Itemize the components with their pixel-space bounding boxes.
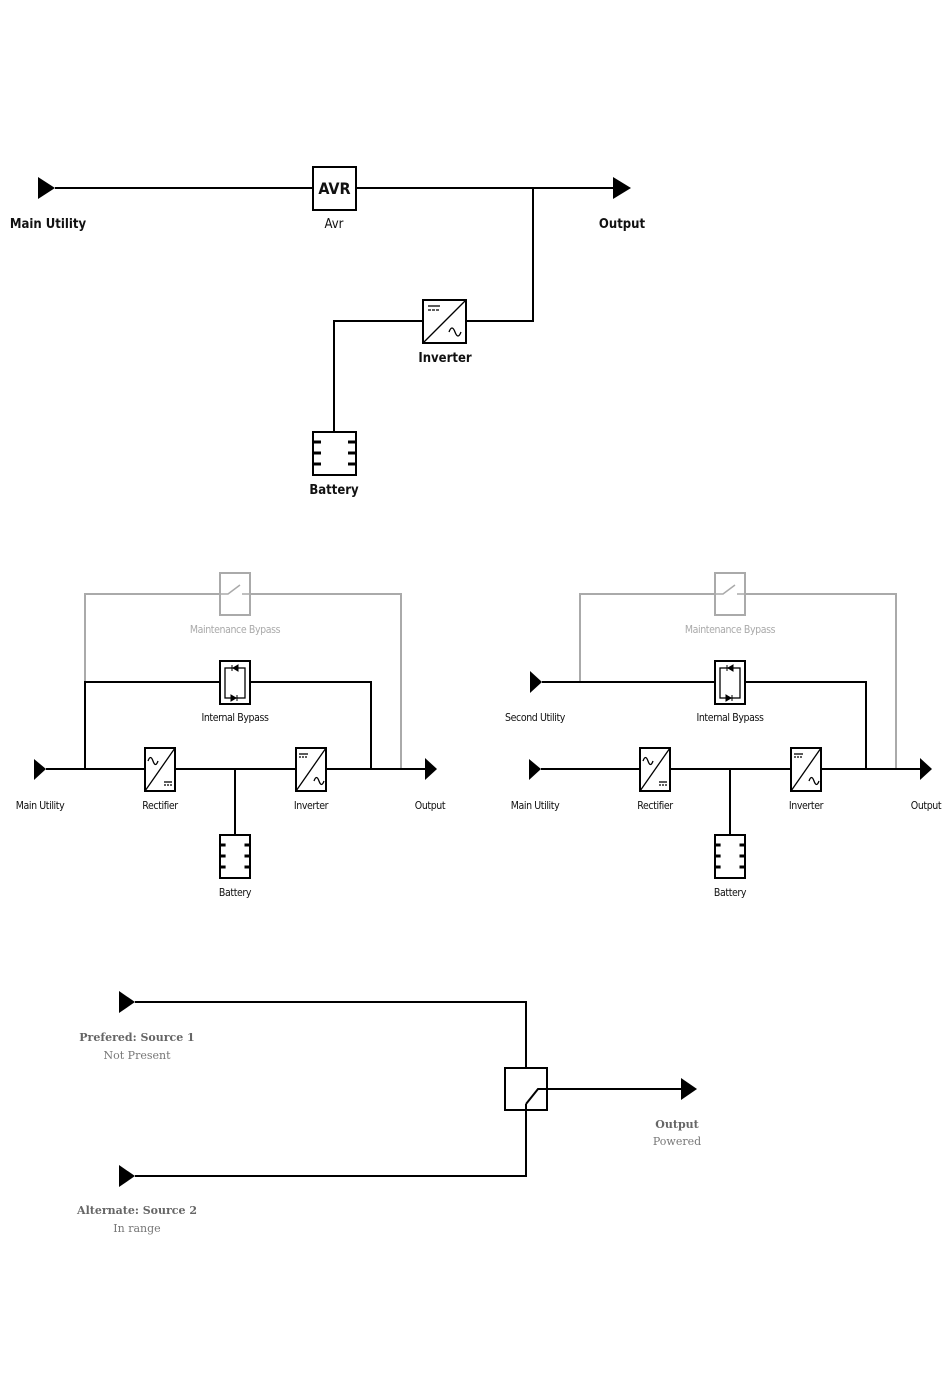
main-utility-label: Main Utility <box>10 217 87 232</box>
main-utility-input-arrow-icon <box>529 759 541 780</box>
internal-bypass-label: Internal Bypass <box>201 712 269 724</box>
output-label: Output <box>655 1118 699 1131</box>
source2-label: Alternate: Source 2 <box>76 1204 197 1217</box>
main-utility-label: Main Utility <box>16 800 65 812</box>
inverter-label: Inverter <box>789 800 824 812</box>
inverter-label: Inverter <box>418 351 472 366</box>
battery-block[interactable] <box>313 432 356 475</box>
maintenance-bypass-label: Maintenance Bypass <box>685 624 776 636</box>
internal-bypass-label: Internal Bypass <box>696 712 764 724</box>
source1-status: Not Present <box>104 1049 172 1062</box>
inverter-label: Inverter <box>294 800 329 812</box>
battery-block[interactable] <box>715 835 745 878</box>
battery-label: Battery <box>309 483 359 498</box>
main-utility-input-arrow-icon <box>34 759 46 780</box>
maintenance-bypass-block[interactable] <box>220 573 250 615</box>
rectifier-label: Rectifier <box>637 800 673 812</box>
rectifier-block[interactable] <box>640 748 670 791</box>
source1-input-arrow-icon <box>119 991 135 1013</box>
line-interactive-diagram: AVR Main Utility Avr Output Inverter Bat… <box>10 167 646 498</box>
inverter-block[interactable] <box>296 748 326 791</box>
internal-bypass-block[interactable] <box>220 661 250 704</box>
second-utility-label: Second Utility <box>505 712 566 724</box>
output-label: Output <box>911 800 942 812</box>
inverter-block[interactable] <box>423 300 466 343</box>
output-arrow-icon <box>920 758 932 780</box>
source2-status: In range <box>113 1222 160 1235</box>
transfer-switch-diagram: Prefered: Source 1 Not Present Output Po… <box>76 991 701 1235</box>
source2-input-arrow-icon <box>119 1165 135 1187</box>
rectifier-block[interactable] <box>145 748 175 791</box>
output-arrow-icon <box>613 177 631 199</box>
transfer-switch-block[interactable] <box>505 1068 547 1110</box>
second-utility-input-arrow-icon <box>530 671 542 693</box>
inverter-block[interactable] <box>791 748 821 791</box>
output-status: Powered <box>653 1135 701 1148</box>
online-dual-diagram: Maintenance Bypass Second Utility Intern… <box>505 573 942 899</box>
maintenance-bypass-label: Maintenance Bypass <box>190 624 281 636</box>
avr-label: Avr <box>325 217 344 232</box>
output-label: Output <box>415 800 446 812</box>
output-arrow-icon <box>425 758 437 780</box>
avr-box-text: AVR <box>318 179 350 198</box>
output-arrow-icon <box>681 1078 697 1100</box>
main-utility-label: Main Utility <box>511 800 560 812</box>
online-single-diagram: Maintenance Bypass Internal Bypass Main … <box>16 573 446 899</box>
battery-label: Battery <box>714 887 747 899</box>
maintenance-bypass-block[interactable] <box>715 573 745 615</box>
battery-label: Battery <box>219 887 252 899</box>
source1-label: Prefered: Source 1 <box>79 1031 194 1044</box>
rectifier-label: Rectifier <box>142 800 178 812</box>
internal-bypass-block[interactable] <box>715 661 745 704</box>
output-label: Output <box>599 217 646 232</box>
main-utility-input-arrow-icon <box>38 177 55 199</box>
battery-block[interactable] <box>220 835 250 878</box>
